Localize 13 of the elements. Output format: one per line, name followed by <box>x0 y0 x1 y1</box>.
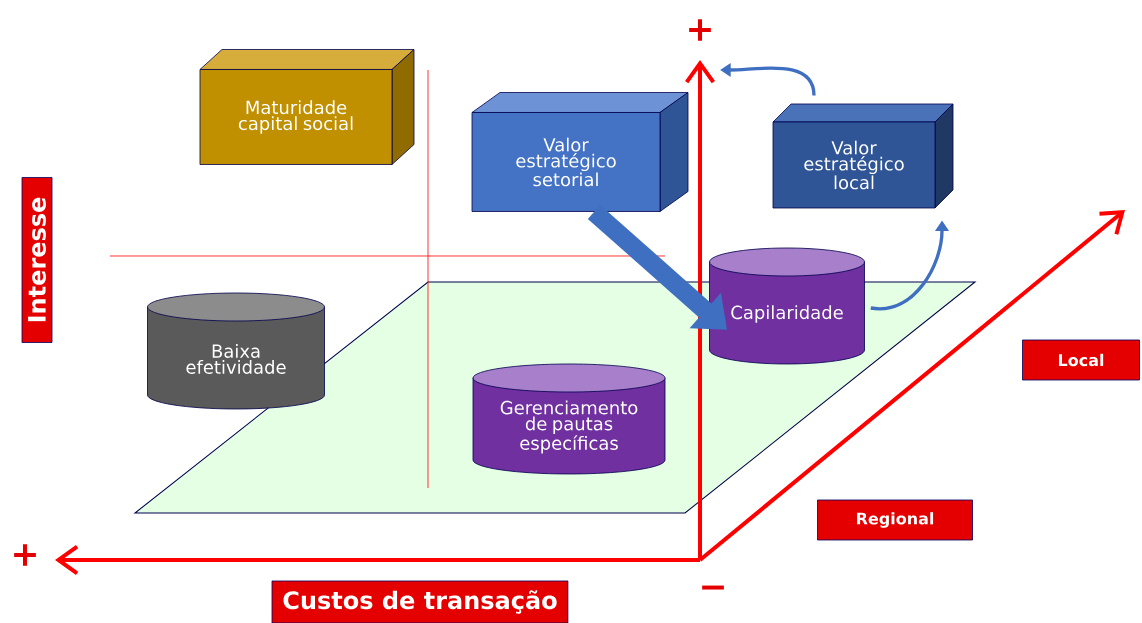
axis-label-box: Interesse <box>21 177 53 343</box>
cylinder: Baixa efetividade <box>147 292 325 410</box>
box-3d: Valor estratégico local <box>772 103 954 209</box>
axis-label-box: Custos de transação <box>271 580 569 623</box>
box-3d: Maturidade capital social <box>199 49 415 165</box>
cylinder: Capilaridade <box>709 247 865 365</box>
box-3d: Valor estratégico setorial <box>471 92 689 212</box>
sign-label: + <box>689 19 711 41</box>
sign-label: − <box>702 585 724 590</box>
cylinder: Gerenciamento de pautas específicas <box>472 363 666 475</box>
sign-label: + <box>14 544 36 566</box>
axis-label-box: Local <box>1022 339 1140 381</box>
axis-label-box: Regional <box>817 499 973 541</box>
